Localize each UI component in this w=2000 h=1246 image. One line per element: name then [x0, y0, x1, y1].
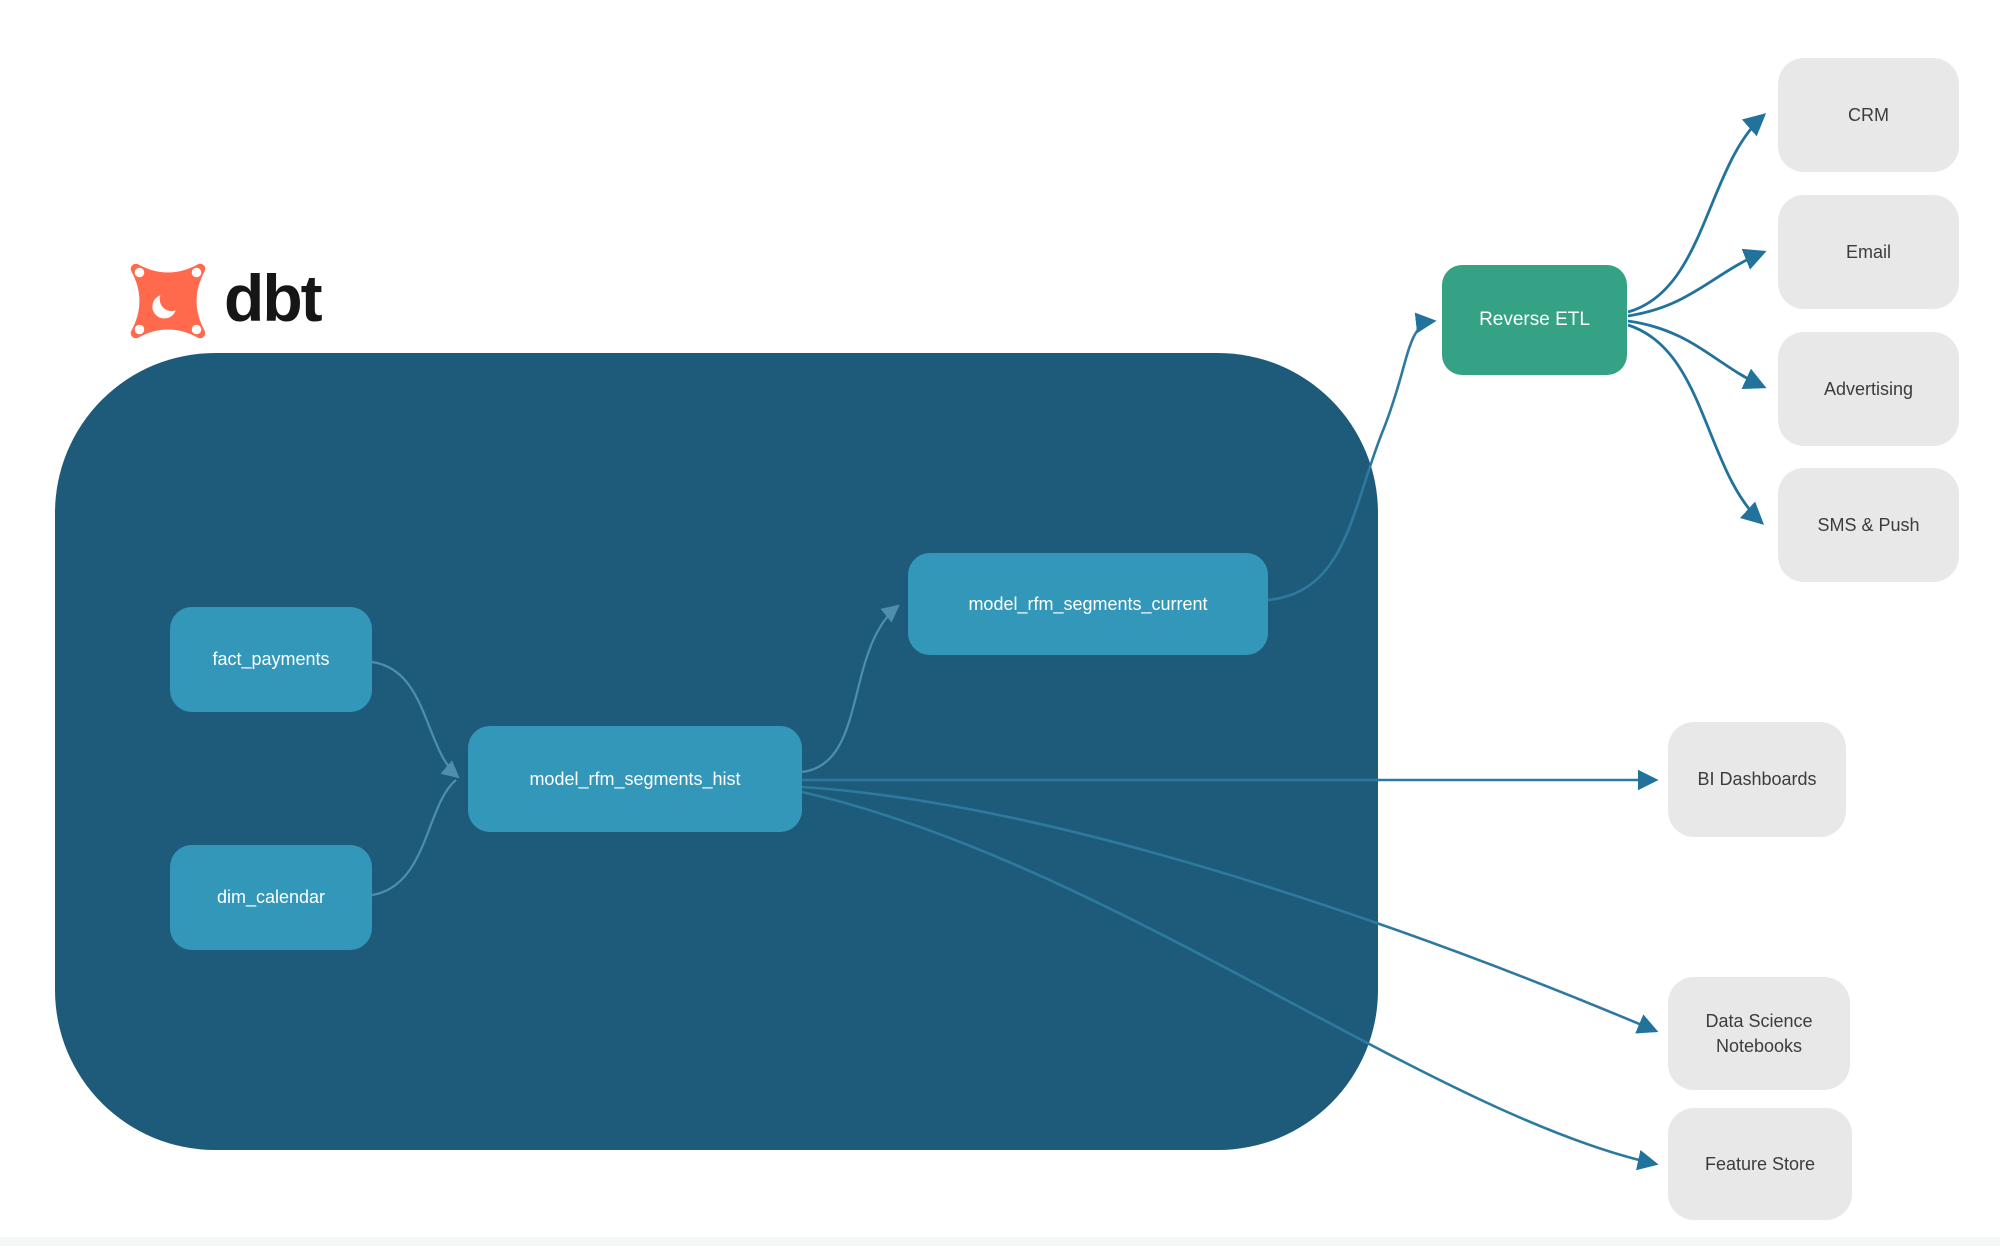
edge-reverse-etl-to-email: [1627, 248, 1767, 318]
node-model-rfm-segments-hist: model_rfm_segments_hist: [468, 726, 802, 832]
node-bi-dashboards: BI Dashboards: [1668, 722, 1846, 837]
node-advertising: Advertising: [1778, 332, 1959, 446]
node-sms-push: SMS & Push: [1778, 468, 1959, 582]
node-feature-store: Feature Store: [1668, 1108, 1852, 1220]
edge-reverse-etl-to-crm: [1627, 113, 1767, 314]
dbt-logo-icon: [130, 263, 206, 339]
node-crm: CRM: [1778, 58, 1959, 172]
node-data-science-notebooks: Data Science Notebooks: [1668, 977, 1850, 1090]
node-reverse-etl: Reverse ETL: [1442, 265, 1627, 375]
node-fact-payments: fact_payments: [170, 607, 372, 712]
dbt-logo: dbt: [122, 255, 323, 347]
edge-reverse-etl-to-advertising: [1627, 319, 1767, 389]
brand-wordmark: dbt: [224, 261, 323, 335]
node-email: Email: [1778, 195, 1959, 309]
page-bottom-strip: [0, 1237, 2000, 1246]
edge-reverse-etl-to-sms-push: [1627, 323, 1765, 525]
node-model-rfm-segments-current: model_rfm_segments_current: [908, 553, 1268, 655]
node-dim-calendar: dim_calendar: [170, 845, 372, 950]
